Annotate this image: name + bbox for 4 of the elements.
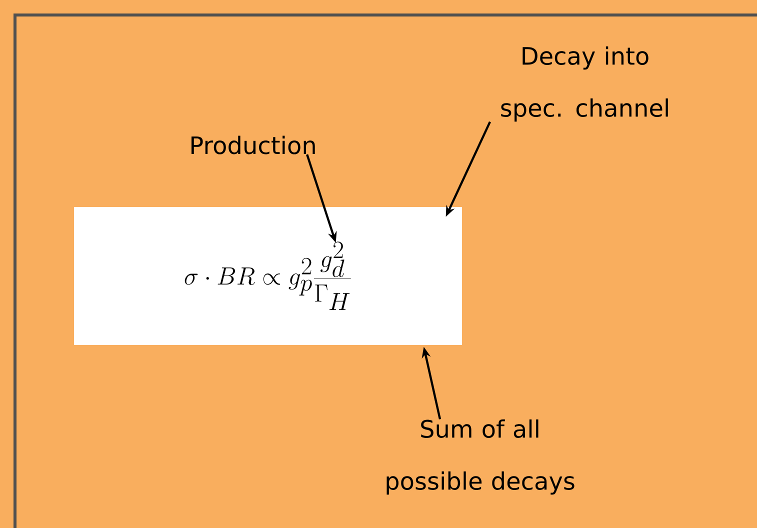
formula-box: $\sigma \cdot BR \propto g_p^2 \frac{g_d^2}{\Gamma_H}$: [74, 207, 462, 345]
callout-text: Production: [192, 136, 315, 154]
callout-text: Sum of all possible decays: [386, 419, 574, 495]
callout-text: Decay into spec. channel: [501, 46, 668, 122]
